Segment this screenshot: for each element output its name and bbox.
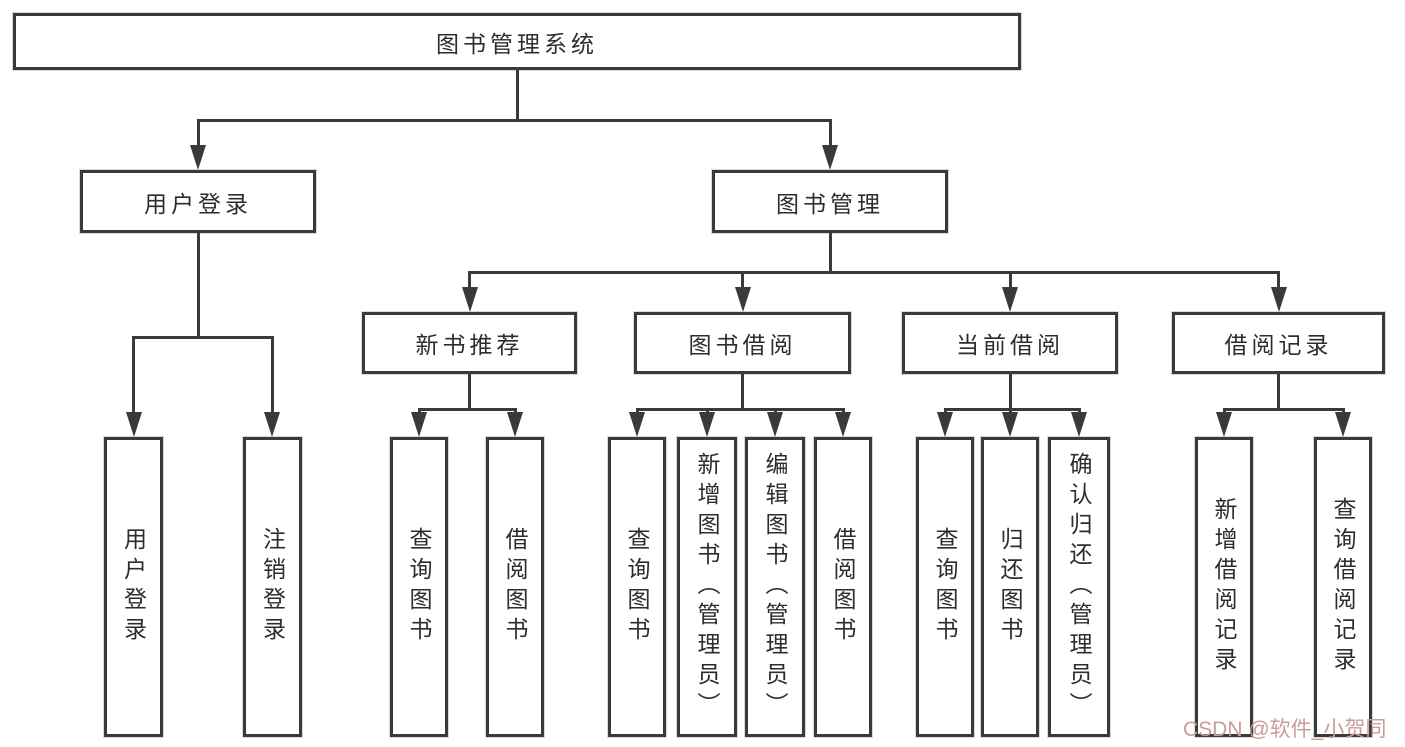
arrow-query-record [1335, 412, 1351, 437]
leaf-edit-books-admin: 编辑图书（管理员） [745, 437, 805, 737]
connector-user-login-stem [197, 233, 200, 336]
leaf-borrow-books-1: 借阅图书 [486, 437, 544, 737]
csdn-watermark: CSDN @软件_小贺同学 [1183, 718, 1387, 741]
connector-drop-borrow-records [1277, 271, 1280, 289]
arrow-edit-books [767, 412, 783, 437]
leaf-query-books-1: 查询图书 [390, 437, 448, 737]
leaf-logout: 注销登录 [243, 437, 302, 737]
connector-drop-query-record [1342, 408, 1345, 415]
arrow-book-management [822, 145, 838, 170]
arrow-query-books-2 [629, 412, 645, 437]
connector-book-mgmt-stem [829, 233, 832, 271]
connector-drop-book-management [829, 119, 832, 147]
connector-drop-query-books-2 [636, 408, 639, 415]
leaf-add-books-admin: 新增图书（管理员） [677, 437, 737, 737]
node-borrow-records: 借阅记录 [1172, 312, 1385, 374]
node-user-login: 用户登录 [80, 170, 316, 233]
leaf-user-login: 用户登录 [104, 437, 163, 737]
leaf-query-books-2: 查询图书 [608, 437, 666, 737]
arrow-book-borrow [735, 287, 751, 312]
arrow-leaf-login [126, 412, 142, 437]
node-new-book-recommend: 新书推荐 [362, 312, 577, 374]
connector-drop-user-login [197, 119, 200, 147]
leaf-confirm-return-admin: 确认归还（管理员） [1048, 437, 1110, 737]
connector-drop-current-borrow [1009, 271, 1012, 289]
connector-drop-borrow-books-2 [842, 408, 845, 415]
leaf-query-borrow-record: 查询借阅记录 [1314, 437, 1372, 737]
node-book-borrow: 图书借阅 [634, 312, 851, 374]
arrow-borrow-books-2 [835, 412, 851, 437]
leaf-query-books-3: 查询图书 [916, 437, 974, 737]
connector-new-book-stem [468, 374, 471, 411]
connector-drop-edit-books [774, 408, 777, 415]
connector-drop-new-book [468, 271, 471, 289]
connector-drop-borrow-books-1 [514, 408, 517, 415]
node-root: 图书管理系统 [13, 13, 1021, 70]
connector-root-branch [197, 119, 831, 122]
connector-drop-leaf-login [132, 336, 135, 414]
connector-new-book-branch [418, 408, 517, 411]
arrow-query-books-3 [937, 412, 953, 437]
connector-drop-add-record [1223, 408, 1226, 415]
connector-book-mgmt-branch [468, 271, 1280, 274]
node-current-borrow: 当前借阅 [902, 312, 1118, 374]
connector-drop-return-books [1009, 408, 1012, 415]
node-book-management: 图书管理 [712, 170, 948, 233]
arrow-add-record [1216, 412, 1232, 437]
connector-drop-query-books-3 [944, 408, 947, 415]
arrow-user-login [190, 145, 206, 170]
connector-drop-confirm-return [1078, 408, 1081, 415]
arrow-return-books [1002, 412, 1018, 437]
arrow-leaf-logout [264, 412, 280, 437]
connector-user-login-branch [132, 336, 274, 339]
connector-drop-leaf-logout [271, 336, 274, 414]
arrow-borrow-books-1 [507, 412, 523, 437]
connector-drop-book-borrow [741, 271, 744, 289]
arrow-new-book [462, 287, 478, 312]
connector-current-borrow-branch [944, 408, 1081, 411]
connector-drop-add-books [706, 408, 709, 415]
leaf-return-books: 归还图书 [981, 437, 1039, 737]
arrow-add-books [699, 412, 715, 437]
arrow-current-borrow [1002, 287, 1018, 312]
connector-current-borrow-stem [1009, 374, 1012, 411]
connector-root-stem [516, 70, 519, 119]
arrow-confirm-return [1071, 412, 1087, 437]
connector-book-borrow-stem [741, 374, 744, 411]
arrow-borrow-records [1271, 287, 1287, 312]
leaf-borrow-books-2: 借阅图书 [814, 437, 872, 737]
connector-drop-query-books-1 [418, 408, 421, 415]
connector-borrow-records-branch [1223, 408, 1345, 411]
leaf-add-borrow-record: 新增借阅记录 [1195, 437, 1253, 737]
connector-borrow-records-stem [1277, 374, 1280, 411]
connector-book-borrow-branch [636, 408, 845, 411]
arrow-query-books-1 [411, 412, 427, 437]
